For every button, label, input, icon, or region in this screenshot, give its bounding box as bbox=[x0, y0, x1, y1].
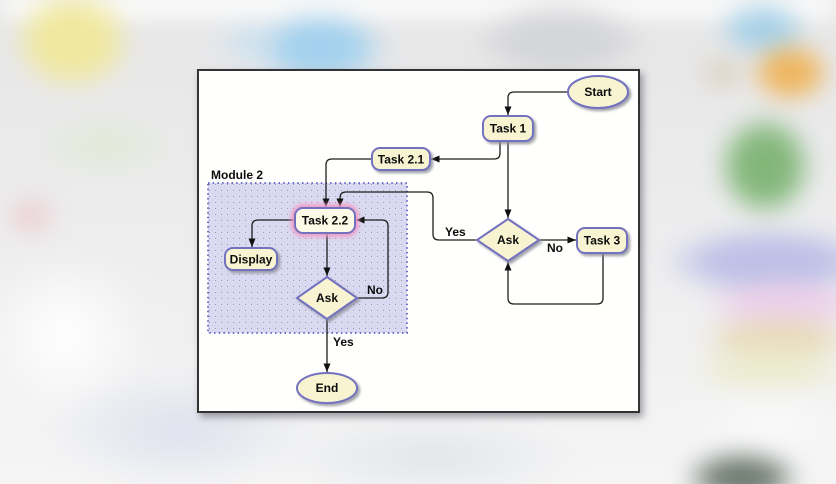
start-shape bbox=[567, 75, 629, 109]
background-blob bbox=[695, 52, 750, 94]
edge-label-no-main: No bbox=[547, 241, 563, 255]
end-shape bbox=[296, 372, 358, 404]
background-blob bbox=[30, 110, 180, 182]
flowchart-canvas: Module 2 Yes No No Yes bbox=[207, 75, 629, 404]
background-blob bbox=[270, 415, 590, 484]
background-blob bbox=[748, 40, 833, 105]
node-start: Start bbox=[567, 75, 629, 109]
display-shape bbox=[224, 247, 278, 271]
display-label: Display bbox=[230, 253, 273, 267]
flowchart-panel: Module 2 Yes No No Yes bbox=[197, 69, 640, 413]
edge-start-task1 bbox=[504, 91, 568, 115]
node-ask-main: Ask bbox=[475, 217, 541, 263]
node-task1: Task 1 bbox=[482, 115, 534, 142]
task2-1-label: Task 2.1 bbox=[378, 153, 425, 167]
edge-task3-askmain bbox=[504, 253, 604, 305]
ask-module-label: Ask bbox=[316, 291, 338, 305]
edge-askmain-yes-task2-2 bbox=[336, 191, 477, 241]
edge-task2-2-display bbox=[248, 219, 295, 247]
task3-label: Task 3 bbox=[584, 234, 621, 248]
ask-main-label: Ask bbox=[497, 233, 519, 247]
ask-module-shape bbox=[295, 275, 359, 321]
node-task2-2-highlighted: Task 2.2 bbox=[291, 204, 359, 237]
edge-task2-1-task2-2 bbox=[322, 158, 372, 207]
background-blob bbox=[215, 15, 285, 70]
task1-label: Task 1 bbox=[490, 122, 527, 136]
edges bbox=[248, 91, 604, 372]
background-blob bbox=[682, 449, 802, 484]
node-ask-module: Ask bbox=[295, 275, 359, 321]
background-blob bbox=[10, 0, 135, 93]
edge-askmodule-no-task2-2 bbox=[356, 216, 389, 299]
task2-2-shape bbox=[294, 207, 356, 234]
task2-2-label: Task 2.2 bbox=[302, 214, 349, 228]
module-2-label: Module 2 bbox=[211, 168, 263, 182]
module-2-group: Module 2 bbox=[207, 168, 408, 334]
background-blob bbox=[470, 0, 650, 80]
background-blob bbox=[715, 112, 815, 220]
end-label: End bbox=[316, 381, 339, 395]
task1-shape bbox=[482, 115, 534, 142]
node-task3: Task 3 bbox=[576, 227, 628, 254]
background-blob bbox=[0, 190, 62, 242]
module-2-border bbox=[207, 182, 408, 334]
edge-label-yes-module: Yes bbox=[333, 335, 354, 349]
edge-label-no-module: No bbox=[367, 283, 383, 297]
node-end: End bbox=[296, 372, 358, 404]
ask-main-shape bbox=[475, 217, 541, 263]
task2-1-shape bbox=[371, 147, 431, 171]
node-display: Display bbox=[224, 247, 278, 271]
edge-task1-task2-1 bbox=[431, 141, 501, 163]
node-task2-1: Task 2.1 bbox=[371, 147, 431, 171]
edge-label-yes-main: Yes bbox=[445, 225, 466, 239]
start-label: Start bbox=[584, 85, 611, 99]
task3-shape bbox=[576, 227, 628, 254]
